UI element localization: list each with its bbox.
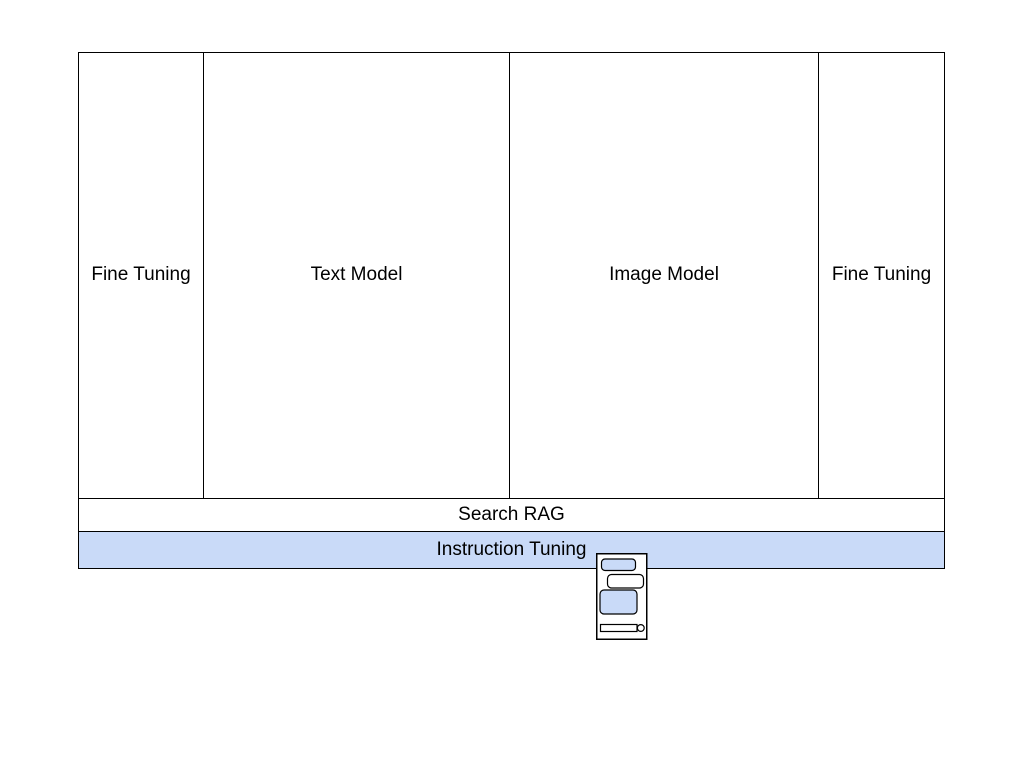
column-label: Image Model	[609, 264, 719, 286]
column-fine-tuning-left: Fine Tuning	[79, 53, 204, 498]
wireframe-slider-track	[599, 623, 638, 633]
column-label: Fine Tuning	[91, 264, 191, 286]
column-text-model: Text Model	[204, 53, 510, 498]
search-rag-row: Search RAG	[78, 498, 945, 532]
column-fine-tuning-right: Fine Tuning	[819, 53, 944, 498]
column-label: Fine Tuning	[831, 264, 932, 286]
instruction-tuning-row: Instruction Tuning	[78, 531, 945, 569]
search-rag-label: Search RAG	[458, 504, 565, 525]
wireframe-field-middle	[606, 573, 645, 589]
wireframe-textarea	[599, 589, 638, 615]
wireframe-field-top	[600, 558, 637, 572]
wireframe-panel-icon	[596, 553, 648, 640]
wireframe-slider-knob	[636, 623, 645, 632]
column-image-model: Image Model	[510, 53, 819, 498]
model-columns-box: Fine Tuning Text Model Image Model Fine …	[78, 52, 945, 499]
column-label: Text Model	[310, 264, 403, 286]
instruction-tuning-label: Instruction Tuning	[436, 539, 587, 560]
